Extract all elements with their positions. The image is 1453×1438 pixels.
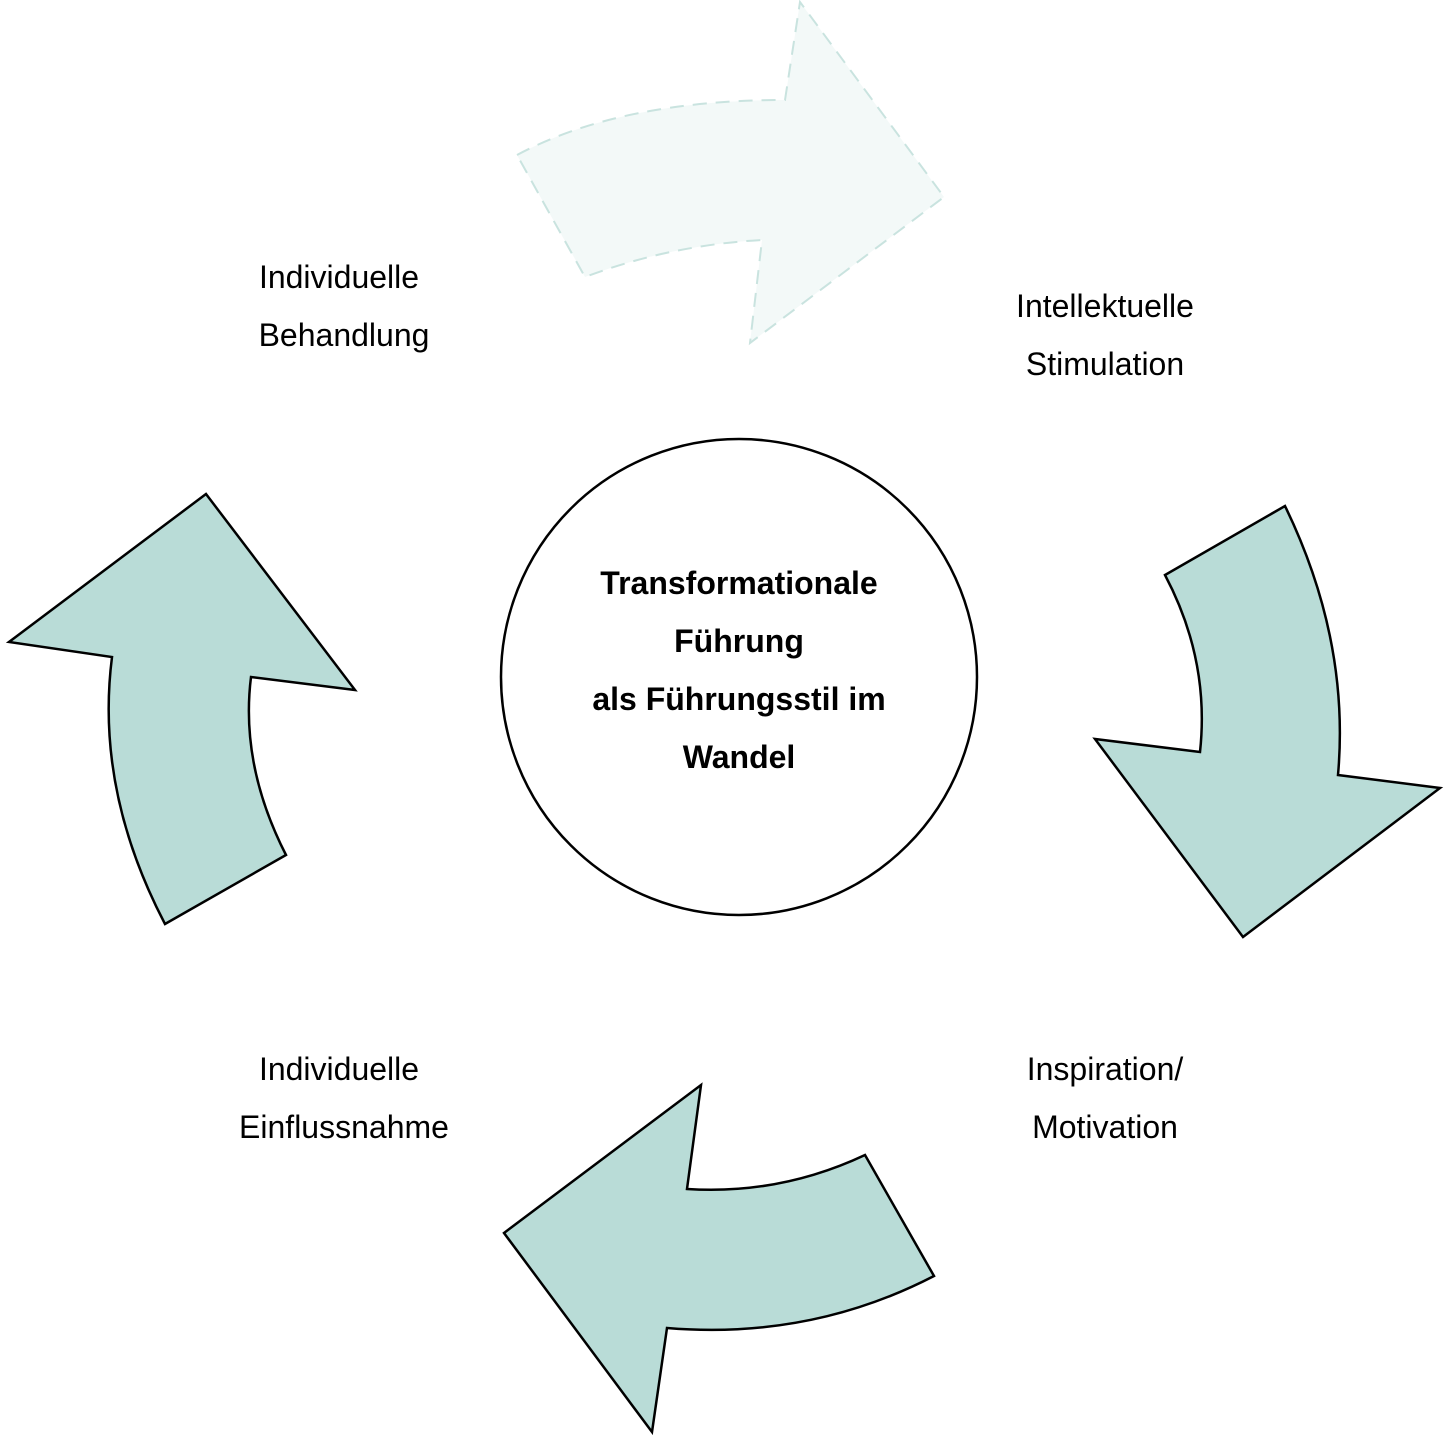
label-individuelle-behandlung-line-2: Behandlung [259, 317, 430, 353]
label-individuelle-einflussnahme-line-1: Individuelle [259, 1051, 419, 1087]
curved-arrow-left-icon [502, 1082, 936, 1436]
center-title-line-2: Führung [674, 623, 804, 659]
label-inspiration-motivation-line-2: Motivation [1032, 1109, 1178, 1145]
label-intellektuelle-stimulation-line-2: Stimulation [1026, 346, 1184, 382]
center-title-line-4: Wandel [683, 739, 796, 775]
curved-arrow-right-icon [515, 0, 946, 346]
center-title-line-3: als Führungsstil im [592, 681, 885, 717]
curved-arrow-up-icon [5, 492, 358, 926]
curved-arrow-down-icon [1092, 504, 1444, 939]
center-circle [499, 437, 979, 917]
label-individuelle-behandlung-line-1: Individuelle [259, 259, 419, 295]
label-intellektuelle-stimulation-line-1: Intellektuelle [1016, 288, 1194, 324]
label-individuelle-einflussnahme-line-2: Einflussnahme [239, 1109, 449, 1145]
center-title-line-1: Transformationale [600, 565, 877, 601]
label-inspiration-motivation-line-1: Inspiration/ [1027, 1051, 1184, 1087]
